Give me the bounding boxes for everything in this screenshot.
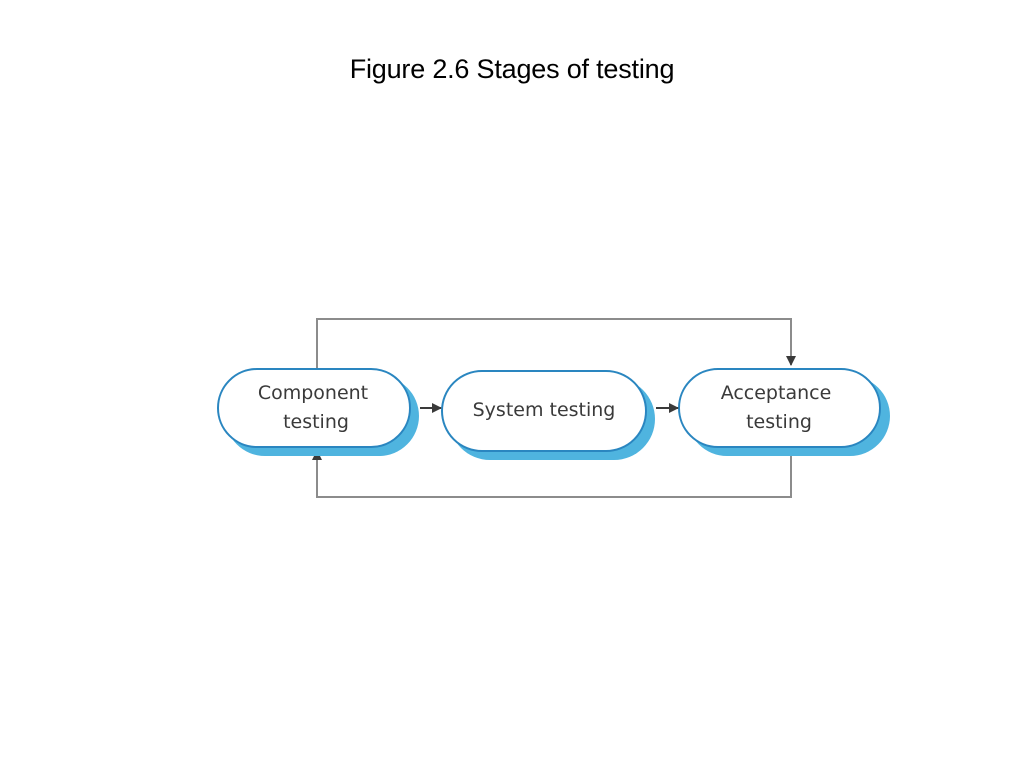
svg-text:System testing: System testing — [473, 399, 616, 421]
edge-acceptance-to-component-bottom — [312, 450, 792, 498]
node-component-testing: Component testing — [217, 368, 419, 456]
node-box — [678, 368, 881, 448]
node-acceptance-testing: Acceptance testing — [678, 368, 890, 456]
node-label-line: Acceptance — [721, 382, 832, 404]
node-box — [217, 368, 411, 448]
node-label-line: testing — [283, 411, 349, 433]
svg-text:Acceptance testing: Acceptance testing — [721, 382, 838, 433]
node-label-line: System testing — [473, 399, 616, 421]
node-box — [441, 370, 647, 452]
node-label-line: Component — [258, 382, 368, 404]
figure-title: Figure 2.6 Stages of testing — [349, 54, 675, 84]
edge-component-to-acceptance-top — [316, 318, 796, 370]
svg-text:Component testing: Component testing — [258, 382, 374, 433]
node-label-line: testing — [746, 411, 812, 433]
node-system-testing: System testing — [441, 370, 655, 460]
